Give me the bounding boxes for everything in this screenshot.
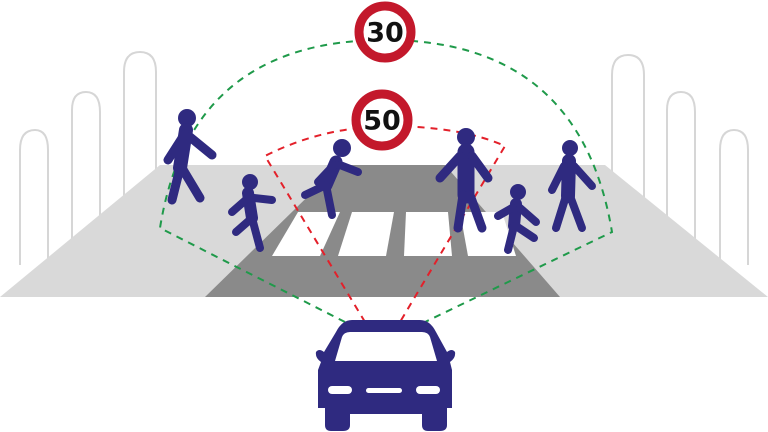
pedestrian-icon <box>163 109 217 205</box>
speed-limit-sign-50: 50 <box>351 89 413 151</box>
background-arches <box>19 50 749 265</box>
pedestrian-icon <box>494 184 540 254</box>
pedestrian-icon <box>301 139 362 219</box>
sign-50-label: 50 <box>363 106 401 137</box>
speed-limit-sign-30: 30 <box>354 1 416 63</box>
pedestrian-icon <box>435 128 493 233</box>
speed-limit-sign-icon <box>354 1 416 63</box>
pedestrian-icon <box>548 140 596 232</box>
car-icon <box>315 320 456 431</box>
sign-30-label: 30 <box>366 18 404 49</box>
pedestrians <box>163 109 596 254</box>
zebra-stripes <box>272 212 516 256</box>
speed-limit-sign-icon <box>351 89 413 151</box>
pedestrian-icon <box>228 174 276 252</box>
